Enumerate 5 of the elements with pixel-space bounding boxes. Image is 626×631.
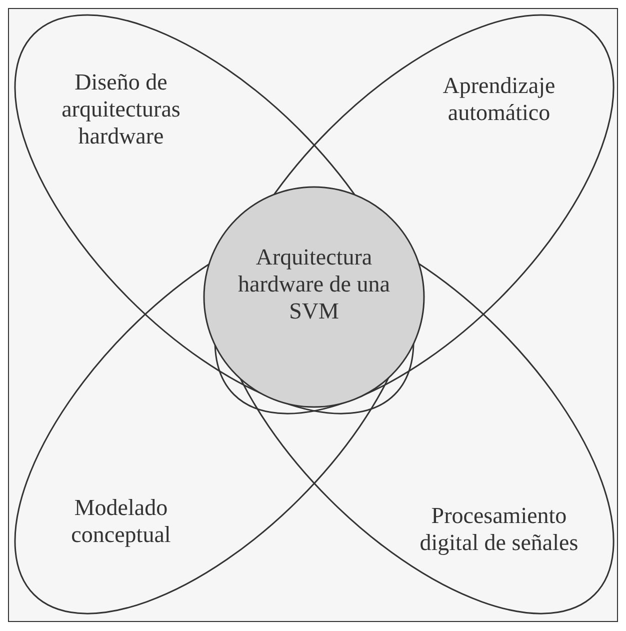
region-label: Modelado conceptual [70, 494, 172, 548]
region-label: Procesamiento digital de señales [418, 502, 579, 556]
region-label: Diseño de arquitecturas hardware [60, 68, 182, 150]
region-label: Arquitectura hardware de una SVM [237, 244, 391, 324]
region-label: Aprendizaje automático [442, 72, 556, 126]
